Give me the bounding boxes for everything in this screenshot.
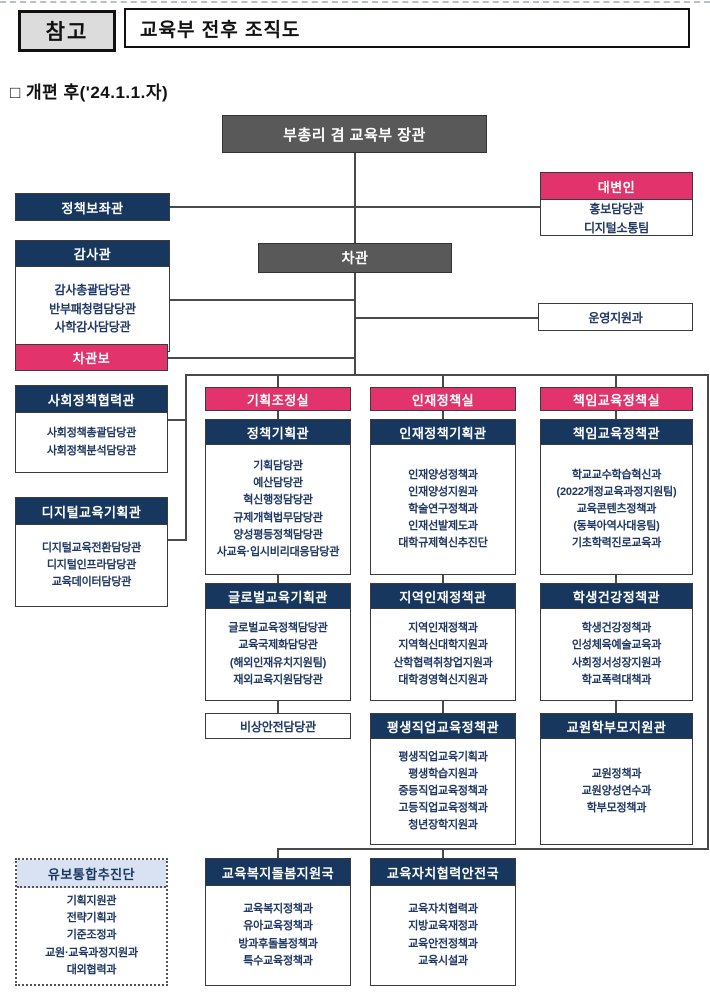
group-responsible-education-policy: 책임교육정책관 학교교수학습혁신과(2022개정교육과정지원팀)교육콘텐츠정책과… — [540, 419, 693, 575]
section-heading: □ 개편 후('24.1.1.자) — [10, 83, 169, 102]
box-emergency-safety: 비상안전담당관 — [205, 713, 351, 739]
group-talent-planning-title: 인재정책기획관 — [371, 420, 515, 445]
connector-line — [615, 374, 617, 387]
connector-line — [442, 374, 444, 387]
group-student-health-title: 학생건강정책관 — [541, 584, 692, 609]
box-policy-advisor: 정책보좌관 — [15, 193, 170, 221]
connector-line — [442, 575, 444, 583]
group-spokesperson-title: 대변인 — [541, 173, 692, 200]
connector-line — [277, 848, 709, 850]
connector-line — [442, 701, 444, 713]
group-regional-talent-title: 지역인재정책관 — [371, 584, 515, 609]
connector-line — [277, 701, 279, 713]
page-top-dashed-line — [0, 1, 710, 3]
connector-line — [277, 848, 279, 858]
group-responsible-education-policy-items: 학교교수학습혁신과(2022개정교육과정지원팀)교육콘텐츠정책과(동북아역사대응… — [556, 468, 677, 550]
group-audit-title: 감사관 — [16, 241, 169, 267]
connector-line — [615, 575, 617, 583]
group-digital-education-title: 디지털교육기획관 — [16, 498, 167, 525]
connector-line — [170, 299, 354, 301]
box-operations: 운영지원과 — [538, 303, 693, 331]
connector-line — [277, 411, 279, 419]
box-deputy-minister: 차관보 — [15, 344, 168, 371]
office-planning-coordination: 기획조정실 — [205, 387, 351, 411]
group-lifelong-vocational-title: 평생직업교육정책관 — [371, 714, 515, 739]
reference-tag: 참고 — [18, 10, 116, 52]
connector-line — [185, 374, 709, 376]
connector-line — [170, 206, 540, 208]
connector-line — [168, 419, 185, 421]
connector-line — [277, 374, 279, 387]
connector-line — [615, 701, 617, 713]
group-global-education-title: 글로벌교육기획관 — [206, 584, 350, 609]
connector-line — [354, 153, 356, 243]
connector-line — [168, 357, 354, 359]
box-minister: 부총리 겸 교육부 장관 — [222, 115, 487, 153]
group-education-welfare-title: 교육복지돌봄지원국 — [206, 859, 350, 886]
connector-line — [185, 374, 187, 541]
group-policy-planning-title: 정책기획관 — [206, 420, 350, 445]
group-teacher-parent-support-title: 교원학부모지원관 — [541, 714, 692, 739]
group-social-policy-title: 사회정책협력관 — [16, 386, 167, 413]
connector-line — [277, 575, 279, 583]
page-title: 교육부 전후 조직도 — [124, 8, 690, 48]
connector-line — [707, 374, 709, 850]
office-responsible-education: 책임교육정책실 — [540, 387, 693, 411]
connector-line — [442, 411, 444, 419]
office-talent-policy: 인재정책실 — [370, 387, 516, 411]
connector-line — [354, 317, 538, 319]
group-responsible-education-policy-title: 책임교육정책관 — [541, 420, 692, 445]
connector-line — [442, 848, 444, 858]
connector-line — [354, 273, 356, 374]
connector-line — [615, 411, 617, 419]
connector-line — [168, 539, 185, 541]
box-vice-minister: 차관 — [258, 243, 452, 273]
group-yubo-integration-title: 유보통합추진단 — [17, 860, 166, 888]
group-education-autonomy-title: 교육자치협력안전국 — [371, 859, 515, 886]
